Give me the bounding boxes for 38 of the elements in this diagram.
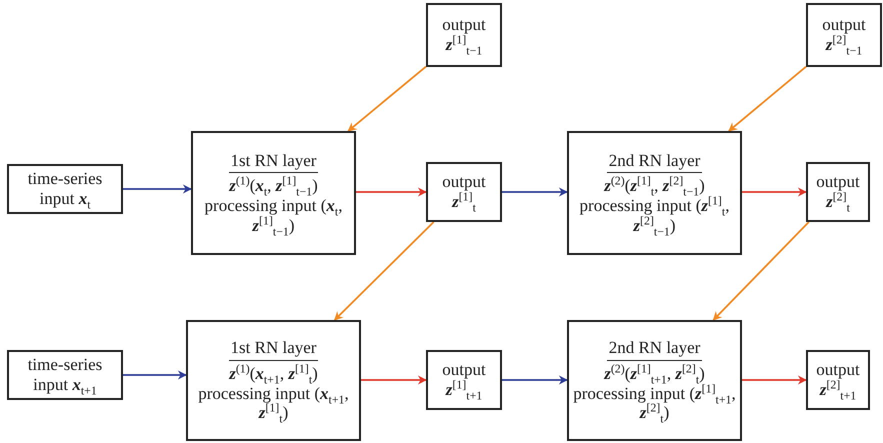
process-box: [7, 350, 123, 400]
node-label: processing input (x$_{t}$, z$^{[1]}$$_{t−1}$): [204, 196, 344, 236]
layer-box: [567, 320, 742, 441]
arrow: [502, 376, 568, 384]
node-label: time-series input x$_{t+1}$: [26, 355, 104, 395]
layer-box: [191, 131, 356, 255]
arrow: [742, 188, 807, 196]
process-box: [426, 162, 502, 222]
layer-box: [567, 131, 742, 255]
layer-heading: 2nd RN layer: [606, 338, 702, 361]
layer-box: [186, 320, 361, 441]
node-label: processing input (x$_{t+1}$, z$^{[1]}$$_{t}$): [197, 384, 350, 423]
arrow: [123, 184, 192, 194]
formula: z$^{(2)}$(z$^{[1]}$$_{t+1}$, z$^{[2]}$$_{t}$): [604, 364, 705, 384]
arrow: [502, 188, 568, 196]
process-box: [806, 350, 870, 410]
layer-heading: 1st RN layer: [228, 150, 318, 174]
node-label: time-series input x$_{t}$: [26, 169, 104, 209]
arrow: [728, 66, 807, 132]
formula: z$^{(1)}$(x$_{t}$, z$^{[1]}$$_{t−1}$): [229, 176, 318, 196]
process-box: [7, 164, 123, 214]
arrow: [334, 221, 434, 321]
arrow: [356, 188, 427, 196]
arrow: [742, 376, 807, 384]
process-box: [426, 350, 502, 410]
formula: z$^{(2)}$(z$^{[1]}$$_{t}$, z$^{[2]}$$_{t−1}$): [604, 176, 705, 196]
arrow: [123, 370, 187, 380]
formula: z$^{(1)}$(x$_{t+1}$, z$^{[1]}$$_{t}$): [229, 364, 318, 384]
process-box: [806, 162, 870, 222]
node-label: processing input (z$^{[1]}$$_{t+1}$, z$^{[2]}$$_{t}$): [572, 384, 737, 423]
arrow: [348, 66, 427, 132]
layer-heading: 2nd RN layer: [606, 150, 702, 174]
process-box: [426, 3, 502, 67]
arrow: [361, 376, 427, 384]
arrow: [712, 221, 810, 321]
layer-heading: 1st RN layer: [228, 338, 318, 361]
node-label: processing input (z$^{[1]}$$_{t}$, z$^{[2]}$$_{t−1}$): [578, 196, 730, 236]
process-box: [806, 3, 882, 67]
